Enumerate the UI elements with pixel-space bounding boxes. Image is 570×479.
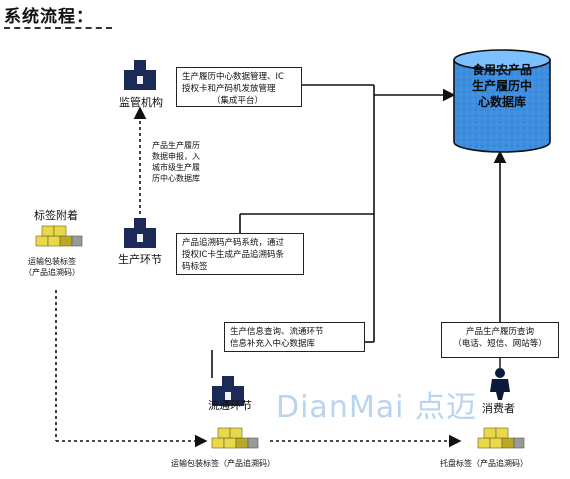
consumer-query-line2: （电话、短信、网站等） [453,339,547,349]
database-cylinder-icon [453,49,551,153]
regulator-icon [124,60,156,90]
labeling-caption-line1: 运输包装标签 [28,257,76,266]
circulation-info-box: 生产信息查询、流通环节 信息补充入中心数据库 [224,322,365,352]
regulator-label: 监管机构 [119,96,163,109]
trace-system-line1: 产品追溯码产码系统，通过 [182,238,285,248]
production-label: 生产环节 [118,253,162,266]
consumer-label: 消费者 [482,402,515,415]
labeling-caption: 运输包装标签 （产品追溯码） [24,256,80,278]
platform-box-line2: 授权卡和产码机发放管理 [182,84,276,94]
report-note-line1: 产品生产履历 [152,141,200,150]
watermark: DianMai 点迈 [276,390,477,425]
labeling-title: 标签附着 [34,209,78,222]
trace-system-line3: 码标签 [182,262,208,272]
production-icon [124,218,156,248]
database-label: 食用农产品 生产履历中 心数据库 [454,62,550,110]
consumer-query-line1: 产品生产履历查询 [465,327,534,337]
circulation-label: 流通环节 [208,399,252,412]
consumer-query-box: 产品生产履历查询 （电话、短信、网站等） [441,322,559,358]
labeling-cubes-icon [35,225,83,247]
circulation-icon [212,376,244,406]
transport-label-caption: 运输包装标签（产品追溯码） [171,459,275,468]
trace-system-line2: 授权IC卡生成产品追溯码条 [182,250,284,260]
report-note-line4: 历中心数据库 [152,174,200,183]
database-label-line2: 生产履历中 [471,79,532,93]
trace-system-box: 产品追溯码产码系统，通过 授权IC卡生成产品追溯码条 码标签 [176,233,304,275]
labeling-caption-line2: （产品追溯码） [24,268,80,277]
report-note-line3: 城市级生产履 [152,163,200,172]
platform-box: 生产履历中心数据管理、IC 授权卡和产码机发放管理 （集成平台） [176,67,302,107]
database-label-line1: 食用农产品 [471,63,532,77]
page-title: 系统流程： [4,7,94,27]
report-note-line2: 数据申报，入 [152,152,200,161]
circulation-info-line1: 生产信息查询、流通环节 [230,327,324,337]
title-underline [4,27,112,29]
report-note: 产品生产履历 数据申报，入 城市级生产履 历中心数据库 [152,140,200,184]
database-label-line3: 心数据库 [477,95,526,109]
platform-box-line1: 生产履历中心数据管理、IC [182,72,284,82]
platform-box-line3: （集成平台） [212,96,264,106]
consumer-person-icon [490,368,510,400]
pallet-cubes-icon [477,427,525,449]
transport-cubes-icon [211,427,259,449]
circulation-info-line2: 信息补充入中心数据库 [230,339,316,349]
pallet-label-caption: 托盘标签（产品追溯码） [440,459,528,468]
